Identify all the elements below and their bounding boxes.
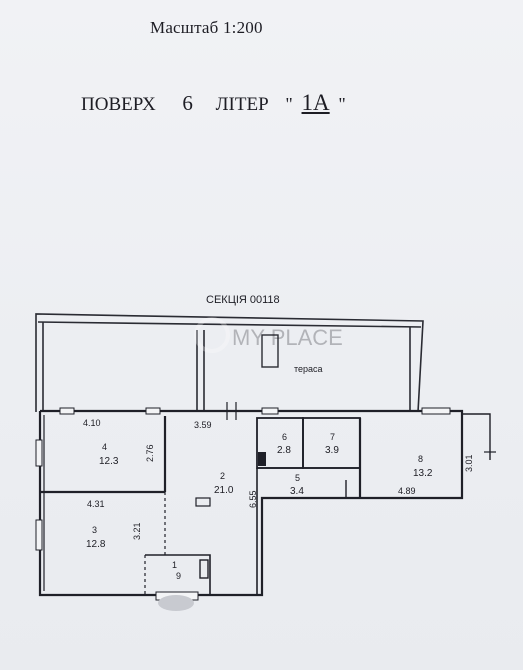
svg-text:1: 1 bbox=[172, 560, 177, 570]
floor-number: 6 bbox=[182, 91, 193, 115]
room-4: 4 12.3 bbox=[99, 442, 119, 467]
svg-text:12.8: 12.8 bbox=[86, 539, 106, 550]
svg-text:21.0: 21.0 bbox=[214, 485, 234, 496]
room-2: 2 21.0 bbox=[214, 471, 234, 496]
room-5: 5 3.4 bbox=[290, 473, 304, 497]
room-8: 8 13.2 bbox=[413, 454, 433, 479]
svg-text:6: 6 bbox=[282, 432, 287, 442]
scale-label: Масштаб 1:200 bbox=[150, 18, 263, 37]
room-1: 1 9 bbox=[172, 560, 181, 581]
letter-code: 1А bbox=[301, 90, 330, 115]
dim-3-21: 3.21 bbox=[132, 522, 142, 540]
terrace-outline bbox=[35, 313, 424, 413]
svg-text:4: 4 bbox=[102, 442, 107, 452]
svg-text:13.2: 13.2 bbox=[413, 468, 433, 479]
redacted-mark bbox=[158, 595, 194, 611]
letter-open-quote: " bbox=[285, 94, 293, 114]
svg-text:3.9: 3.9 bbox=[325, 445, 339, 456]
floor-word: ПОВЕРХ bbox=[81, 94, 156, 115]
fixture-icon bbox=[258, 452, 266, 466]
letter-word: ЛІТЕР bbox=[215, 94, 269, 115]
letter-close-quote: " bbox=[338, 94, 346, 114]
dim-3-59: 3.59 bbox=[194, 420, 212, 430]
room-3: 3 12.8 bbox=[86, 525, 106, 550]
svg-text:MY PLACE: MY PLACE bbox=[232, 325, 343, 350]
dim-4-10: 4.10 bbox=[83, 418, 101, 428]
svg-text:3: 3 bbox=[92, 525, 97, 535]
watermark: MY PLACE bbox=[194, 317, 343, 353]
room-6: 6 2.8 bbox=[277, 432, 291, 456]
dim-3-01: 3.01 bbox=[464, 454, 474, 472]
room-7: 7 3.9 bbox=[325, 432, 339, 456]
svg-text:8: 8 bbox=[418, 454, 423, 464]
svg-text:2.8: 2.8 bbox=[277, 445, 291, 456]
dim-4-31: 4.31 bbox=[87, 499, 105, 509]
fixture-icon bbox=[195, 497, 211, 507]
fixture-icon bbox=[199, 559, 209, 579]
dim-4-89: 4.89 bbox=[398, 486, 416, 496]
svg-text:3.4: 3.4 bbox=[290, 486, 304, 497]
svg-text:5: 5 bbox=[295, 473, 300, 483]
floor-heading: ПОВЕРХ 6 ЛІТЕР " 1А " bbox=[81, 90, 346, 116]
stair-icon bbox=[261, 334, 279, 368]
dim-2-76: 2.76 bbox=[145, 444, 155, 462]
svg-text:9: 9 bbox=[176, 571, 181, 581]
apartment-walls bbox=[38, 409, 496, 597]
svg-text:12.3: 12.3 bbox=[99, 456, 119, 467]
section-label: СЕКЦІЯ 00118 bbox=[206, 294, 280, 306]
svg-text:2: 2 bbox=[220, 471, 225, 481]
svg-text:7: 7 bbox=[330, 432, 335, 442]
terrace-label: тераса bbox=[294, 364, 323, 374]
dim-6-55: 6.55 bbox=[248, 490, 258, 508]
